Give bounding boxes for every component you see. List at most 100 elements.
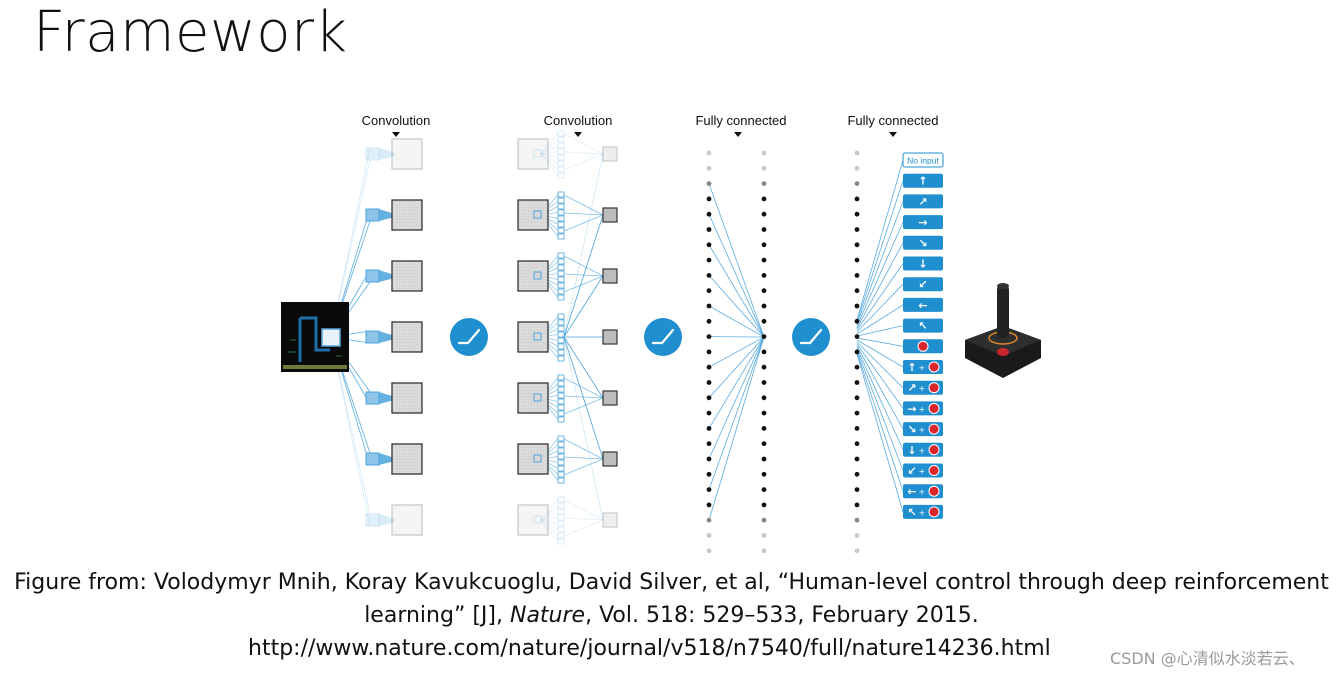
fc1-connection-line <box>708 244 765 338</box>
conv2-filter-unit <box>557 325 565 332</box>
conv1-projection <box>379 148 395 160</box>
conv2-to-output-line <box>563 438 604 460</box>
conv2-filter-unit <box>557 343 565 350</box>
caption-line-2: learning” [J], Nature, Vol. 518: 529–533… <box>0 599 1343 632</box>
fc-node <box>761 471 767 477</box>
output-connection-line <box>856 341 904 388</box>
fc-node <box>854 380 860 385</box>
fc-node <box>761 334 767 339</box>
fc-node <box>761 410 767 416</box>
fc1-connection-line <box>708 336 765 490</box>
conv2-input-map <box>517 443 549 475</box>
fc-node <box>854 548 860 554</box>
joystick-stick-top <box>997 283 1009 289</box>
fc-node <box>761 181 767 187</box>
layer-label: Convolution <box>544 113 613 128</box>
fc-node <box>706 426 712 431</box>
conv2-filter-unit <box>557 477 565 484</box>
fc-node <box>761 303 767 309</box>
conv2-to-output-line <box>563 153 604 171</box>
conv2-filter-unit <box>557 191 565 198</box>
action-direction-icon: ↖ <box>918 320 927 333</box>
conv2-input-map <box>517 199 549 231</box>
conv2-input-map <box>517 260 549 292</box>
fire-button-icon <box>917 340 929 352</box>
action-direction-icon: ↘ <box>918 237 927 250</box>
fc-node <box>706 211 712 217</box>
caption-volume: , Vol. 518: 529–533, February 2015. <box>585 603 979 628</box>
fc-node <box>706 533 712 538</box>
fc-node <box>854 288 860 294</box>
rectifier-circle <box>792 318 830 356</box>
conv1-filter <box>365 147 380 161</box>
fc-node <box>854 150 860 156</box>
rectifier-curve <box>457 328 481 345</box>
layer-arrow-marker <box>574 132 582 137</box>
fc-node <box>854 502 860 508</box>
caption-journal: Nature <box>509 603 586 628</box>
conv2-to-output-line <box>563 275 604 293</box>
conv2-filter-unit <box>557 502 565 509</box>
conv2-input-map <box>517 321 549 353</box>
fc1-connection-line <box>708 183 765 338</box>
action-button <box>903 277 943 292</box>
csdn-watermark: CSDN @心清似水淡若云、 <box>1110 649 1305 668</box>
fc-node <box>854 517 860 523</box>
fc-node <box>761 227 767 232</box>
output-connection-line <box>856 349 904 471</box>
layer-arrow-marker <box>392 132 400 137</box>
output-connection-line <box>856 304 904 335</box>
output-connection-line <box>856 283 904 333</box>
conv1-feature-map <box>391 138 423 170</box>
conv2-receptive-field <box>533 515 542 524</box>
fc-node <box>761 273 767 278</box>
fc-node <box>761 456 767 462</box>
conv2-filter-unit <box>557 282 565 289</box>
fc-node <box>706 517 712 523</box>
fc-node <box>706 242 712 248</box>
fc-node <box>761 380 767 385</box>
fc1-connection-line <box>708 336 765 399</box>
conv2-filter-unit <box>557 215 565 222</box>
fc-node <box>854 364 860 370</box>
fc-node <box>761 441 767 447</box>
conv1-filter <box>365 452 380 466</box>
conv2-filter-unit <box>557 526 565 533</box>
conv2-filter-unit <box>557 130 565 137</box>
conv2-filter-unit <box>557 532 565 539</box>
action-direction-icon: ↑ <box>918 175 927 188</box>
fc-node <box>761 364 767 370</box>
conv2-filter-unit <box>557 319 565 326</box>
fc-node <box>706 349 712 355</box>
action-direction-icon: ↘ <box>907 423 916 436</box>
action-button <box>903 235 943 250</box>
fc-node <box>854 242 860 248</box>
output-connection-line <box>856 353 904 513</box>
rectifier-icon <box>450 318 488 356</box>
conv2-filter-unit <box>557 148 565 155</box>
action-direction-icon: ↓ <box>918 258 927 271</box>
fc-node <box>706 441 712 447</box>
fc-node <box>761 288 767 294</box>
fc-node <box>854 456 860 462</box>
joystick-fire-button <box>997 348 1009 356</box>
fc-node <box>761 548 767 554</box>
action-button <box>903 194 943 209</box>
game-screen-detail <box>288 339 342 357</box>
rectifier-icon <box>644 318 682 356</box>
fc-node <box>706 395 712 401</box>
fc1-connection-line <box>708 336 765 368</box>
action-direction-icon: ← <box>918 299 927 312</box>
conv2-filter-unit <box>557 270 565 277</box>
conv2-filter-unit <box>557 252 565 259</box>
fc-node <box>854 181 860 187</box>
conv2-filter-unit <box>557 160 565 167</box>
output-connection-line <box>856 339 904 368</box>
caption-citation: learning” [J], <box>364 603 510 628</box>
caption-url[interactable]: http://www.nature.com/nature/journal/v51… <box>248 636 1051 661</box>
conv2-to-output-line <box>563 194 604 216</box>
action-direction-icon: ↗ <box>918 195 927 208</box>
fc-node <box>854 273 860 278</box>
conv2-filter-unit <box>557 453 565 460</box>
conv2-to-output-line <box>563 255 604 277</box>
